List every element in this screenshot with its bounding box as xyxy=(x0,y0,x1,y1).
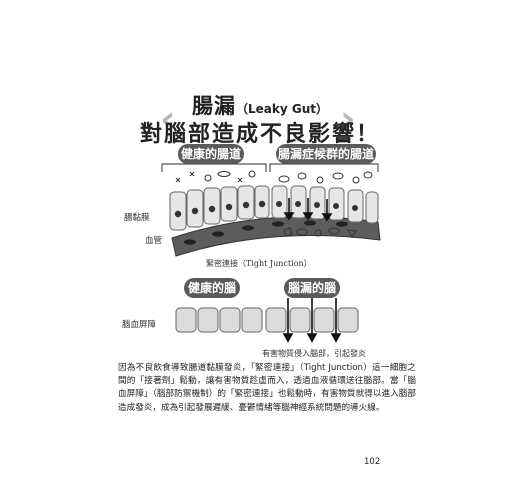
chevron-right-icon: › xyxy=(340,97,356,141)
chevron-left-icon: ‹ xyxy=(160,97,176,141)
blood-vessel-label: 血管 xyxy=(145,236,163,246)
body-paragraph: 因為不良飲食導致腸道黏膜發炎，「緊密連接」（Tight Junction）這一細… xyxy=(118,363,416,413)
harm-caption: 有害物質侵入腦部，引起發炎 xyxy=(262,349,366,358)
food-particles xyxy=(175,170,256,183)
healthy-brain-label: 健康的腦 xyxy=(184,278,240,298)
bbb-label: 腦血屏障 xyxy=(122,320,157,330)
title-english: （Leaky Gut） xyxy=(236,102,328,116)
page-title-line1: 腸漏（Leaky Gut） xyxy=(0,90,520,120)
mucosa-label: 腸黏膜 xyxy=(124,213,150,223)
bracket-healthy xyxy=(161,163,267,172)
page-title-line2: 對腦部造成不良影響！ xyxy=(139,122,380,147)
blood-cells xyxy=(184,220,348,245)
leaky-cell-nuclei xyxy=(276,201,358,211)
leaky-bbb-cells xyxy=(265,307,359,333)
healthy-gut-label: 健康的腸道 xyxy=(178,144,244,164)
page-number: 102 xyxy=(364,457,381,467)
tight-junction-caption: 緊密連接（Tight Junction） xyxy=(206,259,312,268)
title-main: 腸漏 xyxy=(192,94,236,118)
harmful-particles xyxy=(278,171,373,238)
bbb-leak-arrows xyxy=(282,298,342,343)
healthy-cell-nuclei xyxy=(174,200,266,218)
leak-arrows xyxy=(283,198,333,222)
blood-vessel-band xyxy=(171,216,381,257)
leaky-gut-label: 腸漏症候群的腸道 xyxy=(276,144,376,164)
leaky-brain-label: 腦漏的腦 xyxy=(284,278,340,298)
bracket-leaky xyxy=(269,163,379,172)
healthy-bbb-cells xyxy=(175,307,263,333)
